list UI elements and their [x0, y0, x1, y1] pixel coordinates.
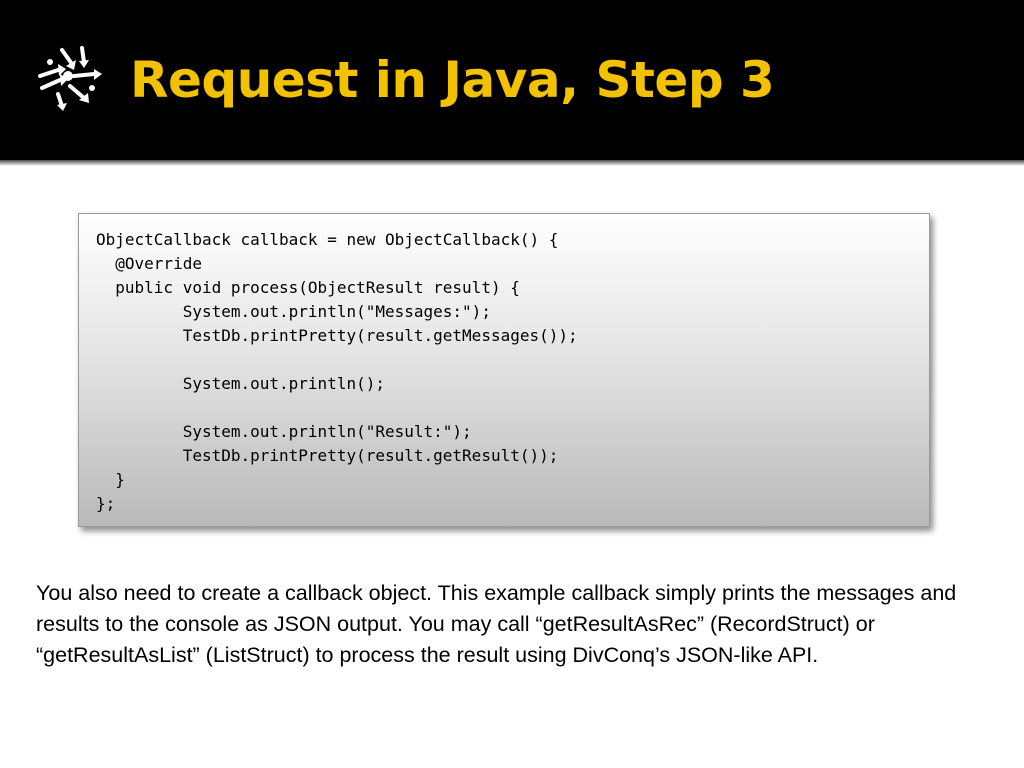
code-line: }	[96, 470, 125, 489]
slide-header: Request in Java, Step 3	[0, 0, 1024, 160]
code-line: TestDb.printPretty(result.getMessages())…	[96, 326, 578, 345]
header-divider	[0, 160, 1024, 166]
code-line: System.out.println("Result:");	[96, 422, 472, 441]
code-line: public void process(ObjectResult result)…	[96, 278, 520, 297]
code-block: ObjectCallback callback = new ObjectCall…	[78, 213, 930, 527]
code-line: ObjectCallback callback = new ObjectCall…	[96, 230, 559, 249]
code-listing: ObjectCallback callback = new ObjectCall…	[96, 228, 578, 516]
code-line: @Override	[96, 254, 202, 273]
code-line: System.out.println();	[96, 374, 385, 393]
body-paragraph: You also need to create a callback objec…	[36, 581, 957, 667]
network-arrows-icon	[38, 46, 102, 111]
code-line: System.out.println("Messages:");	[96, 302, 491, 321]
slide-title: Request in Java, Step 3	[130, 51, 775, 109]
code-line: TestDb.printPretty(result.getResult());	[96, 446, 559, 465]
code-line: };	[96, 494, 116, 513]
